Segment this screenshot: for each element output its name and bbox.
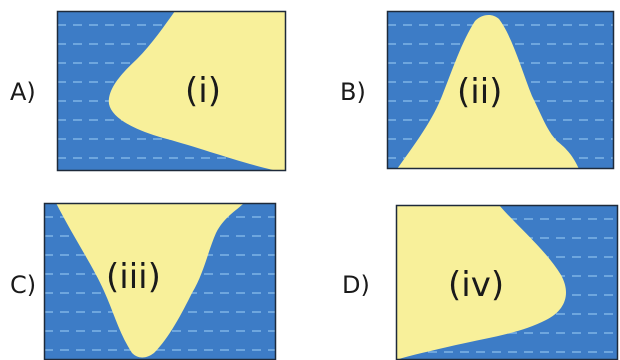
land-shape [396,205,566,360]
land-shape [397,15,579,169]
land-shape [108,11,286,171]
numeral-ii: (ii) [457,72,503,112]
option-d-label: D) [342,271,370,299]
panel-b-svg [386,10,615,170]
panel-a-svg [56,10,287,172]
option-b-label: B) [340,78,366,106]
map-border [56,10,287,172]
panel-d-svg [395,204,619,360]
numeral-iii: (iii) [106,257,161,297]
land-shape [56,203,244,358]
numeral-iv: (iv) [448,265,505,305]
map-border [386,10,615,170]
panel-a-map: (i) [56,10,287,172]
panel-c-map: (iii) [43,202,277,360]
panel-b-map: (ii) [386,10,615,170]
panel-c-svg [43,202,277,360]
panel-d-map: (iv) [395,204,619,360]
numeral-i: (i) [185,71,221,111]
option-c-label: C) [10,271,37,299]
option-a-label: A) [10,78,36,106]
